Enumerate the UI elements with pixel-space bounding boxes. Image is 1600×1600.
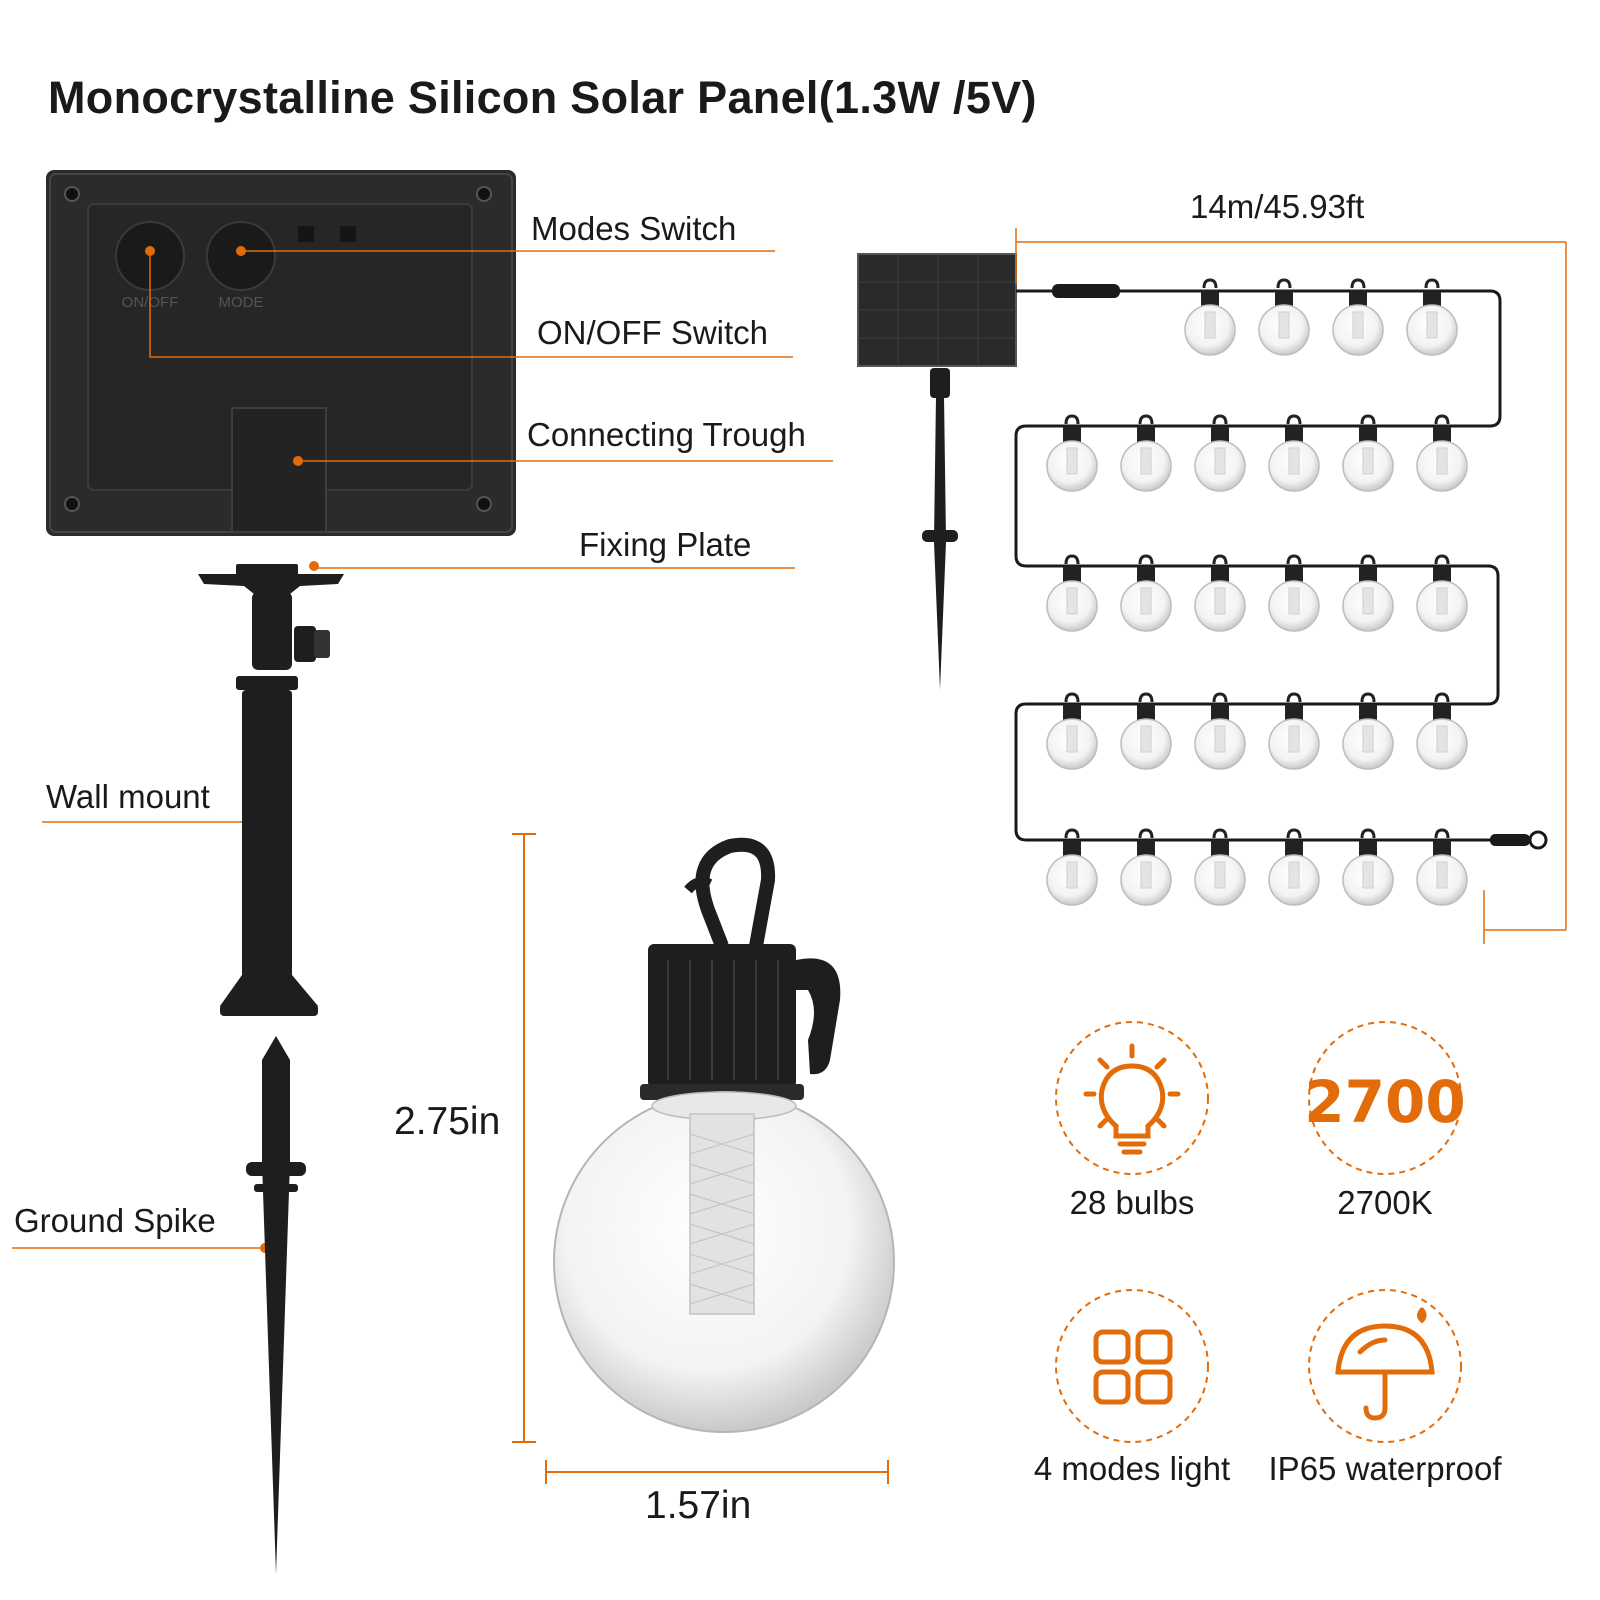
string-wire xyxy=(1014,289,1510,842)
bulb-width-label: 1.57in xyxy=(645,1484,752,1527)
bulb-dimension-lines xyxy=(512,833,889,1484)
ground-spike-label: Ground Spike xyxy=(14,1202,216,1239)
page-title: Monocrystalline Silicon Solar Panel(1.3W… xyxy=(48,72,1037,123)
solar-panel-back xyxy=(46,170,516,536)
modes-switch-label: Modes Switch xyxy=(531,210,737,247)
umbrella-icon xyxy=(1335,1307,1435,1421)
feature-circles xyxy=(1055,1021,1462,1443)
modes-grid-icon xyxy=(1093,1329,1173,1405)
ground-spike xyxy=(246,1036,306,1574)
solar-panel-stake xyxy=(857,253,1017,690)
on-off-switch-label: ON/OFF Switch xyxy=(537,314,769,351)
string-length-label: 14m/45.93ft xyxy=(1190,188,1365,225)
feature-caption-bulbs: 28 bulbs xyxy=(1069,1184,1195,1221)
feature-caption-waterproof: IP65 waterproof xyxy=(1268,1450,1502,1487)
length-bracket xyxy=(1015,228,1567,944)
color-temperature-icon: 2700 xyxy=(1304,1068,1465,1136)
mode-button-label: MODE xyxy=(219,294,264,311)
bulb-height-label: 2.75in xyxy=(394,1100,501,1143)
wall-mount-label: Wall mount xyxy=(46,778,210,815)
wall-mount-bracket xyxy=(198,564,344,1016)
lightbulb-icon xyxy=(1083,1043,1181,1155)
fixing-plate-label: Fixing Plate xyxy=(579,526,752,563)
feature-caption-modes: 4 modes light xyxy=(1033,1450,1231,1487)
feature-caption-color-temp: 2700K xyxy=(1337,1184,1433,1221)
callout-leaders xyxy=(12,250,833,1249)
connecting-trough-label: Connecting Trough xyxy=(527,416,806,453)
large-bulb xyxy=(553,837,895,1433)
